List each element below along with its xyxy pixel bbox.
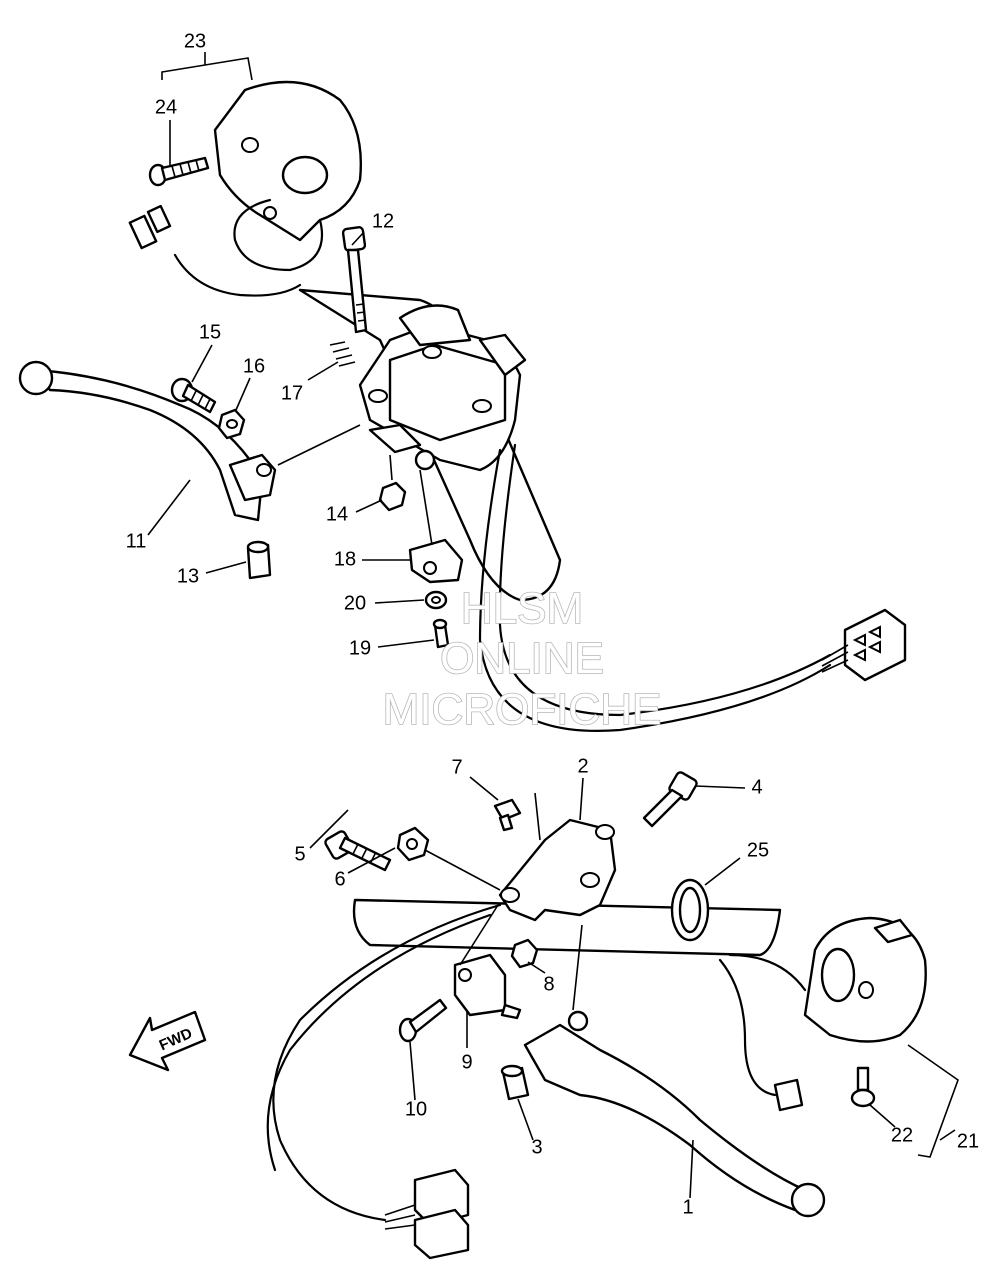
fwd-arrow-icon: FWD: [128, 1010, 207, 1072]
switch-housing-23: [128, 80, 362, 297]
callout-14: 14: [326, 503, 348, 525]
collar-13: [246, 540, 272, 580]
callout-12: 12: [372, 210, 394, 232]
callout-5: 5: [294, 843, 305, 865]
nut-16: [217, 408, 246, 440]
grip-25: [670, 878, 710, 942]
lever-1: [523, 1010, 826, 1218]
upper-connector: [821, 608, 907, 682]
screw-22: [850, 1066, 876, 1108]
callout-20: 20: [344, 592, 366, 614]
switch-18: [408, 538, 464, 584]
callout-6: 6: [334, 868, 345, 890]
callout-17: 17: [281, 382, 303, 404]
callout-labels: 1 2 3 4 5 6 7 8 9 10 11 12 13 14 15 16 1…: [126, 30, 980, 1218]
spring-17: [307, 341, 356, 381]
callout-3: 3: [531, 1136, 542, 1158]
nut-6: [396, 826, 430, 862]
callout-9: 9: [461, 1051, 472, 1073]
lower-wire-3: [718, 958, 777, 1097]
screw-24: [148, 156, 210, 187]
callout-18: 18: [334, 548, 356, 570]
callout-4: 4: [751, 776, 762, 798]
watermark-line-1: HLSM: [461, 584, 583, 633]
callout-bracket-23: [161, 52, 253, 165]
callout-2: 2: [577, 755, 588, 777]
callout-10: 10: [405, 1098, 427, 1120]
nut-14: [378, 481, 407, 512]
brake-lever-11: [18, 360, 361, 522]
lever-holder-2: [498, 818, 617, 922]
watermark-line-2: ONLINE: [440, 634, 604, 683]
callout-19: 19: [349, 637, 371, 659]
callout-13: 13: [177, 565, 199, 587]
small-connector: [773, 1078, 804, 1112]
callout-21: 21: [957, 1130, 979, 1152]
callout-1: 1: [682, 1196, 693, 1218]
screw-19: [432, 618, 450, 649]
callout-8: 8: [543, 973, 554, 995]
lower-connector: [384, 1168, 470, 1260]
lower-wire-1: [272, 903, 502, 1222]
bolt-4: [642, 771, 698, 828]
lower-wire-2: [266, 913, 492, 1172]
lower-wire-4: [728, 953, 807, 992]
callout-23: 23: [184, 30, 206, 52]
watermark-line-3: MICROFICHE: [383, 685, 662, 734]
callout-22: 22: [891, 1124, 913, 1146]
bolt-5: [324, 830, 392, 872]
switch-housing-21: [803, 916, 927, 1043]
callout-24: 24: [155, 96, 177, 118]
switch-9: [453, 953, 522, 1020]
bolt-15: [170, 377, 217, 414]
master-cylinder: [358, 304, 527, 472]
callout-16: 16: [243, 355, 265, 377]
screw-10: [398, 998, 448, 1043]
bolt-12: [341, 226, 368, 334]
callout-15: 15: [199, 321, 221, 343]
callout-11: 11: [126, 530, 147, 552]
nut-8: [510, 938, 539, 969]
callout-25: 25: [747, 839, 769, 861]
watermark: HLSM ONLINE MICROFICHE: [382, 583, 662, 735]
upper-wire: [478, 448, 832, 732]
upper-wire-2: [498, 443, 832, 717]
screw-7: [493, 798, 522, 832]
washer-20: [424, 590, 448, 610]
callout-7: 7: [451, 756, 462, 778]
leader-lines: [147, 231, 959, 1199]
collar-3: [500, 1064, 530, 1101]
